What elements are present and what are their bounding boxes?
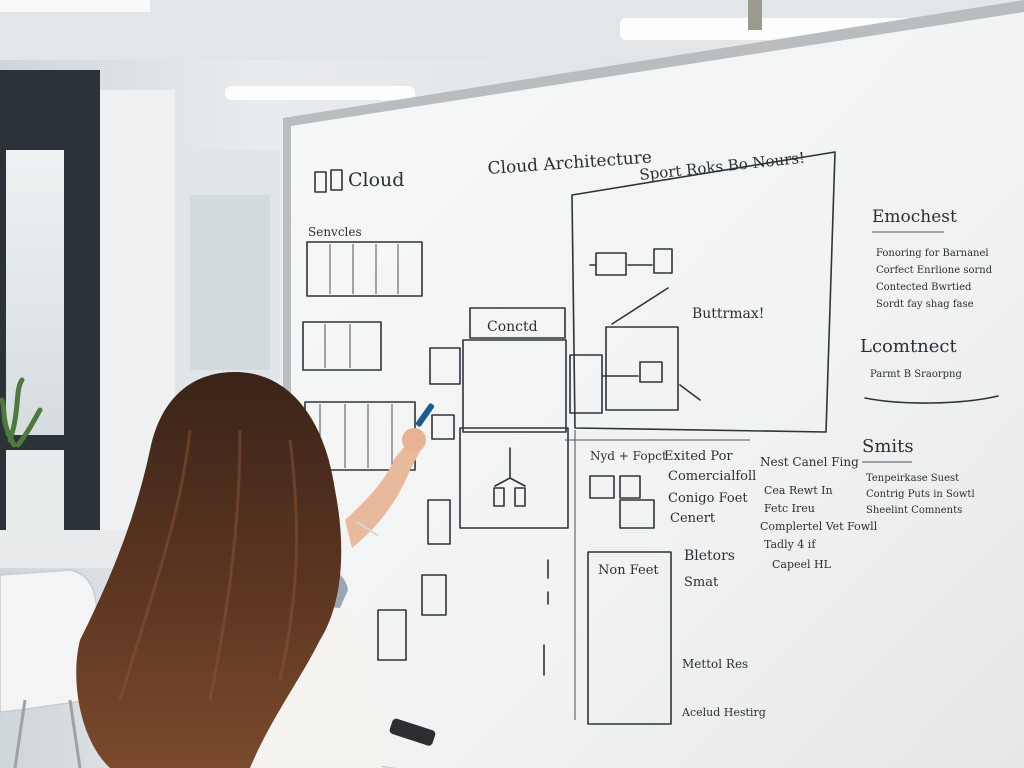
scribbles (312, 198, 822, 704)
central-label: Conctd (487, 319, 538, 335)
chair (0, 569, 98, 768)
buttrmax-label: Buttrmax! (692, 306, 764, 322)
acelud-label: Acelud Hestirg (681, 706, 766, 719)
comercial-label: Comercialfoll (668, 469, 756, 484)
database-icon (493, 487, 505, 507)
hair (76, 372, 342, 768)
emochest-item: Corfect Enrlione sornd (876, 265, 993, 276)
mettol-label: Mettol Res (682, 657, 748, 671)
plant (0, 377, 43, 448)
database-icon (514, 487, 526, 507)
smat-heading: Smat (684, 575, 719, 590)
smits-item: Sheelint Comnents (866, 505, 962, 516)
logo-text: Cloud (348, 169, 404, 191)
services-label: Senvcles (308, 225, 362, 239)
emochest-item: Contected Bwrtied (876, 282, 972, 293)
logo-square-icon (330, 169, 343, 191)
marker-pen (415, 403, 435, 427)
person-writing (76, 372, 435, 768)
next-item: Fetc Ireu (764, 502, 815, 515)
emochest-item: Sordt fay shag fase (876, 299, 974, 310)
raised-arm (345, 440, 422, 548)
central-box (462, 339, 567, 433)
lcomtnect-item: Parmt B Sraorpng (870, 369, 962, 380)
component-box (429, 347, 461, 385)
central-header-box (469, 307, 566, 339)
logo-square-icon (314, 171, 327, 193)
emochest-heading: Emochest (872, 207, 957, 227)
module-box (302, 321, 382, 371)
cenert-label: Cenert (670, 511, 716, 526)
next-item: Cea Rewt In (764, 484, 833, 497)
database-box (459, 427, 569, 529)
nyd-label: Nyd + Fopct (590, 449, 667, 463)
connection-arrow (589, 264, 701, 401)
next-item: Complertel Vet Fowll (760, 520, 878, 533)
gateway-box (605, 326, 679, 411)
exited-label: Exited Por (664, 449, 733, 464)
smits-item: Tenpeirkase Suest (866, 473, 959, 484)
lcomtnect-heading: Lcomtnect (860, 336, 957, 357)
next-item: Tadly 4 if (764, 538, 816, 551)
next-heading: Nest Canel Fing (760, 455, 859, 469)
board-hanger (748, 0, 762, 30)
architecture-panel (571, 151, 836, 433)
smits-heading: Smits (862, 436, 914, 457)
ceiling-light (225, 86, 415, 100)
smits-item: Contrig Puts in Sowtl (866, 489, 975, 500)
bracelet (355, 521, 379, 537)
bletors-heading: Bletors (684, 548, 735, 564)
emochest-item: Fonoring for Barnanel (876, 248, 989, 259)
hand (402, 428, 426, 452)
window (0, 70, 280, 540)
whiteboard-surface (291, 12, 1024, 768)
desk (0, 530, 130, 568)
next-item: Capeel HL (772, 558, 832, 571)
concig-label: Conigo Foet (668, 491, 748, 506)
emochest-list: Fonoring for Barnanel Corfect Enrlione s… (876, 248, 993, 310)
services-box (306, 241, 423, 297)
non-feet-box (587, 551, 672, 725)
non-feet-heading: Non Feet (598, 563, 659, 578)
marker-tray-clip (389, 718, 436, 746)
server-box (569, 354, 603, 414)
